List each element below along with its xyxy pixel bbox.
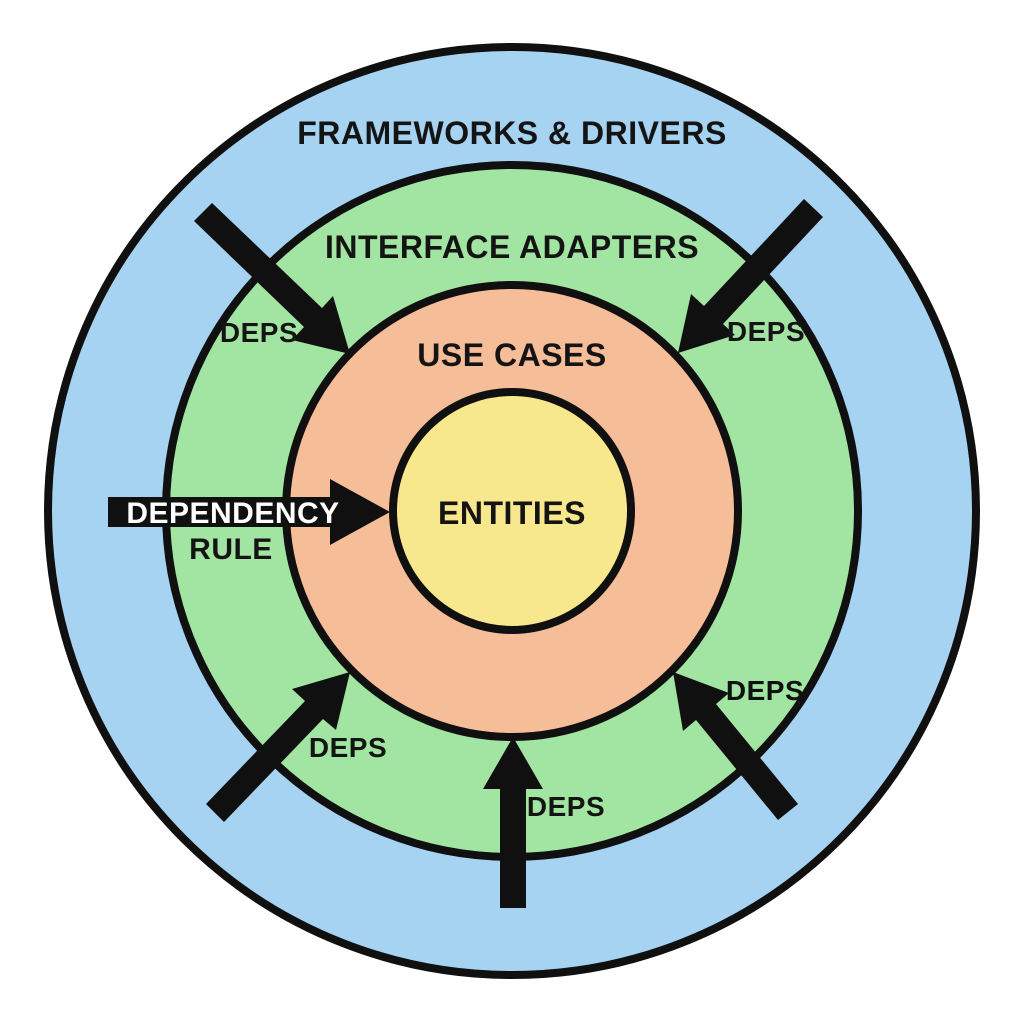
- deps-label-bottom-left: DEPS: [309, 732, 387, 763]
- deps-label-bottom-center: DEPS: [527, 791, 605, 822]
- dependency-rule-arrow: [108, 479, 390, 545]
- deps-label-top-right: DEPS: [727, 316, 805, 347]
- deps-label-top-left: DEPS: [220, 317, 298, 348]
- deps-arrow-bottom-right: [673, 672, 798, 820]
- deps-arrow-top-right: [678, 199, 823, 353]
- frameworks-drivers-label: FRAMEWORKS & DRIVERS: [297, 115, 727, 151]
- entities-label: ENTITIES: [438, 495, 586, 531]
- deps-arrow-bottom-left: [206, 672, 350, 822]
- deps-label-bottom-right: DEPS: [726, 675, 804, 706]
- entities-circle: [389, 388, 635, 634]
- interface-adapters-label: INTERFACE ADAPTERS: [325, 229, 699, 265]
- deps-arrow-top-left: [194, 203, 350, 354]
- deps-arrow-bottom-center: [483, 737, 543, 908]
- use-cases-label: USE CASES: [417, 337, 606, 373]
- dependency-rule-label-line2: RULE: [189, 533, 273, 566]
- dependency-rule-label-line1: DEPENDENCY: [126, 497, 339, 530]
